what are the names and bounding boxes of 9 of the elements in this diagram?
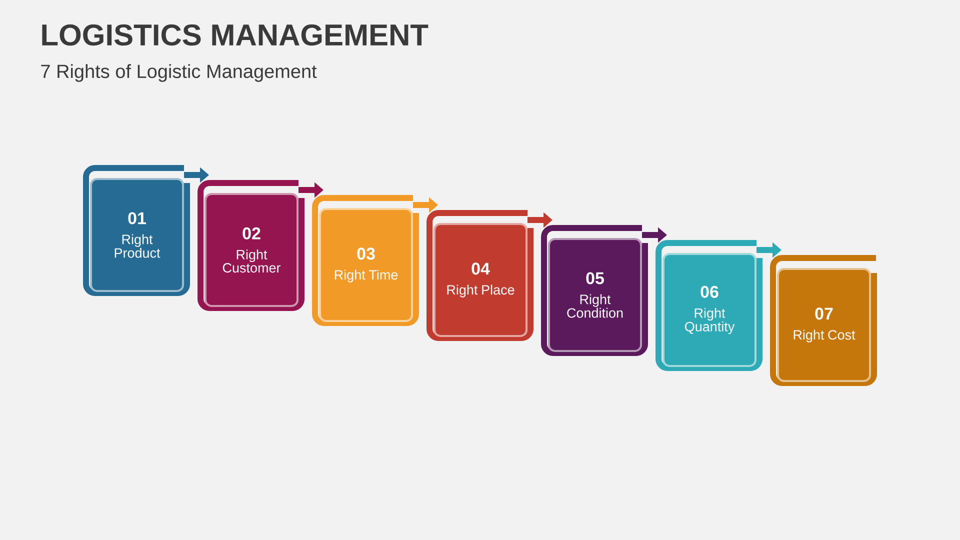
step-box: 04 Right Place: [434, 223, 528, 337]
step-box: 06 Right Quantity: [662, 252, 756, 367]
step-box: 07 Right Cost: [777, 268, 871, 382]
step-box: 01 Right Product: [90, 178, 184, 292]
subtitle: 7 Rights of Logistic Management: [41, 64, 317, 82]
step-box: 02 Right Customer: [204, 193, 298, 307]
step-box: 05 Right Condition: [548, 238, 642, 352]
title: LOGISTICS MANAGEMENT: [42, 24, 428, 46]
step-box: 03 Right Time: [319, 208, 413, 322]
